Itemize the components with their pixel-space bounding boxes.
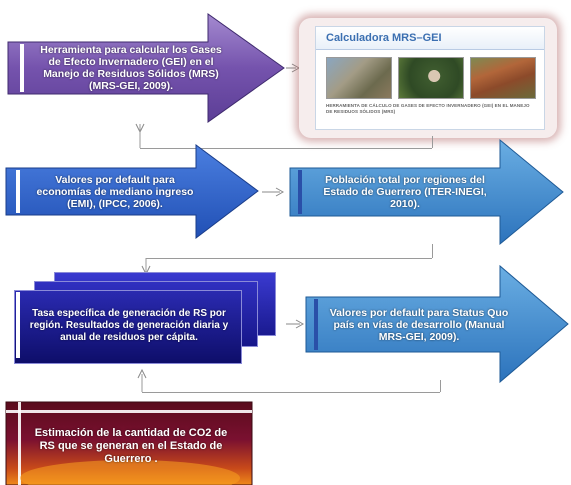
box-tool-mrs-gei: Herramienta para calcular los Gases de E… [40, 44, 222, 92]
box-population-guerrero: Población total por regiones del Estado … [323, 174, 487, 210]
box-stripe [16, 292, 20, 358]
generation-rate-card [14, 290, 242, 364]
connector-line-6 [440, 380, 441, 392]
card-subtitle: HERRAMIENTA DE CÁLCULO DE GASES DE EFECT… [326, 103, 530, 114]
photo-person-image [398, 57, 464, 99]
calculator-screenshot: Calculadora MRS–GEI HERRAMIENTA DE CÁLCU… [315, 26, 545, 130]
card-title: Calculadora MRS–GEI [326, 32, 442, 44]
box-status-quo: Valores por default para Status Quo país… [329, 306, 509, 343]
photo-waste-pickers-image [470, 57, 536, 99]
connector-line-4 [432, 244, 433, 258]
photo-landfill-image [326, 57, 392, 99]
box-default-values-emi: Valores por default para economías de me… [36, 173, 194, 210]
box-co2-estimation: Estimación de la cantidad de CO2 de RS q… [34, 426, 228, 465]
card-title-bar [316, 27, 544, 50]
connector-line-2 [432, 136, 433, 148]
box-stripe [16, 170, 20, 213]
mrs-gei-calculator-card: Calculadora MRS–GEI HERRAMIENTA DE CÁLCU… [299, 18, 557, 138]
box-generation-rate: Tasa específica de generación de RS por … [29, 308, 229, 343]
box-stripe [314, 299, 318, 350]
connector-line-2b [140, 148, 432, 149]
box-stripe [20, 44, 24, 92]
connector-line-4b [146, 258, 432, 259]
connector-line-6b [142, 392, 440, 393]
box-stripe [298, 170, 302, 214]
